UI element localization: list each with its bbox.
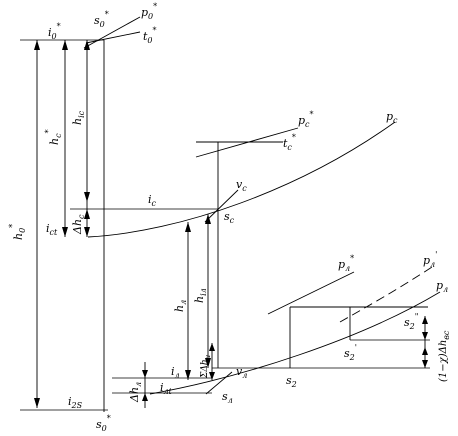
label-ilt: iлt — [160, 381, 173, 396]
label-hil: hiл — [193, 288, 208, 303]
arrowhead — [185, 370, 191, 380]
arrowhead — [142, 370, 148, 378]
arrowhead — [422, 332, 428, 340]
label-sl: sл — [222, 390, 233, 405]
pc-isobar-curve — [87, 121, 396, 238]
label-tc-star: tc* — [283, 133, 296, 152]
label-pl: pл — [436, 279, 448, 294]
label-ic: ic — [148, 193, 157, 208]
label-vl: vл — [236, 365, 247, 380]
arrowhead — [84, 192, 90, 202]
label-delta-hl: Δhл — [128, 382, 143, 403]
arrowhead — [422, 316, 428, 324]
arrowhead — [34, 398, 40, 408]
arrowhead — [422, 347, 428, 355]
label-delta-hc: Δhc — [71, 214, 86, 235]
label-hl: hл — [173, 300, 188, 312]
arrowhead — [205, 358, 211, 368]
label-s2: s2 — [286, 374, 297, 389]
label-exit-loss: (1−χ)Δhвc — [438, 330, 451, 382]
label-sc: sc — [224, 210, 235, 225]
label-p0-star: p0* — [141, 2, 157, 21]
label-il: iл — [171, 365, 180, 380]
arrowhead — [205, 214, 211, 224]
label-sum-delta-h: ΣΔhи — [200, 354, 212, 379]
label-s0-star-bottom: s0* — [96, 414, 111, 433]
label-t0-star: t0* — [143, 26, 157, 45]
label-s2-prime: s2' — [344, 343, 357, 362]
t0-isotherm — [85, 31, 141, 44]
label-vc: vc — [236, 178, 247, 193]
label-pc: pc — [386, 110, 398, 125]
label-hc-star: hc* — [44, 129, 63, 145]
vc-isochore — [204, 189, 239, 223]
label-ict: ict — [46, 222, 58, 237]
label-i2s: i2S — [68, 395, 83, 410]
arrowhead — [142, 393, 148, 401]
arrowhead — [84, 227, 90, 237]
label-h0-star: h0* — [8, 224, 27, 240]
arrowhead — [209, 372, 215, 380]
label-pl-star: pл* — [338, 254, 354, 273]
arrowhead — [34, 40, 40, 50]
pc-star-isobar — [195, 127, 299, 158]
label-i0-star: i0* — [48, 22, 61, 41]
arrowhead — [62, 227, 68, 237]
label-hic: hic — [71, 110, 86, 125]
arrowhead — [209, 343, 215, 351]
arrowhead — [62, 40, 68, 50]
vl-isochore — [205, 371, 233, 395]
label-pc-star: pc* — [298, 110, 314, 129]
label-pl-prime: pл' — [423, 250, 437, 269]
arrowhead — [422, 360, 428, 368]
label-s2-dprime: s2" — [404, 312, 418, 331]
pl-star-isobar — [267, 271, 355, 315]
label-s0-star-top: s0* — [94, 10, 109, 29]
arrowhead — [84, 209, 90, 219]
pl-isobar-curve — [149, 291, 441, 395]
arrowhead — [185, 222, 191, 232]
p0-isobar — [83, 16, 141, 49]
